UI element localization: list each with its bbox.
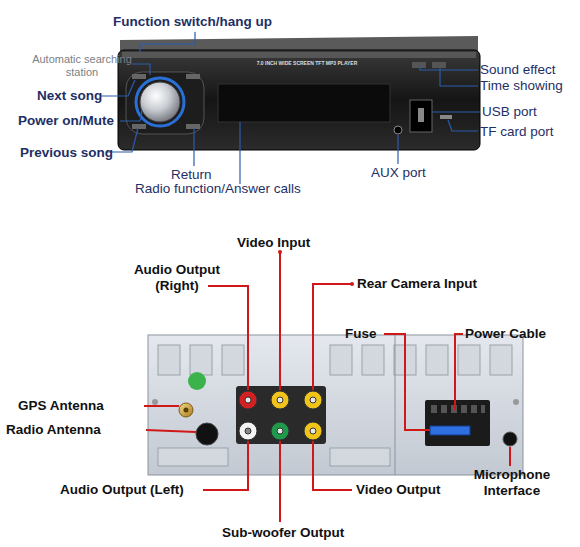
gps-sticker — [188, 372, 206, 390]
callout-label: TF card port — [480, 124, 554, 140]
callout-label: 7.0 INCH WIDE SCREEN TFT MP3 PLAYER — [232, 61, 382, 67]
callout-label: Time showing — [480, 78, 563, 94]
tf-card-slot — [440, 115, 452, 119]
usb-port — [418, 108, 424, 122]
knob-ring — [136, 78, 184, 126]
screw — [152, 399, 158, 405]
callout-label: Fuse — [345, 326, 377, 342]
leader-lines — [144, 252, 510, 522]
callout-label: Audio Output (Left) — [60, 482, 184, 498]
callout-label: Sound effect — [480, 62, 556, 78]
callout-label: USB port — [482, 104, 537, 120]
panel-divider — [395, 335, 396, 475]
callout-label: AUX port — [371, 165, 426, 181]
rca-jacks — [239, 391, 322, 440]
callout-label: Rear Camera Input — [357, 276, 477, 292]
callout-label: Video Output — [356, 482, 441, 498]
fuse — [430, 426, 470, 435]
callout-label: Audio Output (Right) — [127, 262, 227, 293]
volume-knob — [140, 82, 180, 122]
radio-antenna-socket — [196, 423, 218, 445]
display-screen — [218, 84, 390, 122]
screw — [513, 399, 519, 405]
usb-slot-cover — [410, 100, 432, 132]
callout-label: Previous song — [20, 145, 113, 161]
callout-label: Radio function/Answer calls — [135, 181, 301, 197]
gps-antenna-connector — [179, 403, 193, 417]
leader-dots — [278, 250, 354, 286]
callout-label: GPS Antenna — [18, 398, 104, 414]
button — [186, 124, 200, 129]
aux-jack — [394, 126, 402, 134]
callout-label: Video Input — [237, 235, 310, 251]
gps-pin — [184, 408, 189, 413]
knob-surround — [126, 72, 204, 134]
callout-label: Function switch/hang up — [113, 14, 272, 30]
button — [432, 62, 446, 68]
callout-label: Microphone Interface — [462, 467, 562, 498]
leader-lines — [100, 32, 480, 184]
face-highlight — [122, 52, 476, 58]
callout-label: Sub-woofer Output — [222, 525, 344, 541]
panel-ribs — [158, 345, 512, 466]
callout-label: Power on/Mute — [18, 113, 114, 129]
front-face — [118, 50, 480, 150]
back-panel — [148, 335, 523, 475]
callout-label: Radio Antenna — [6, 422, 101, 438]
button — [132, 124, 146, 129]
button — [186, 74, 200, 79]
callout-label: Automatic searching station — [28, 53, 136, 78]
callout-label: Next song — [37, 88, 102, 104]
callout-label: Power Cable — [465, 326, 546, 342]
button — [132, 74, 146, 79]
rca-block — [236, 386, 326, 444]
microphone-jack — [503, 432, 517, 446]
connector-pins — [431, 405, 485, 413]
button — [412, 62, 426, 68]
power-connector — [425, 400, 490, 446]
callout-label: Return — [171, 167, 212, 183]
